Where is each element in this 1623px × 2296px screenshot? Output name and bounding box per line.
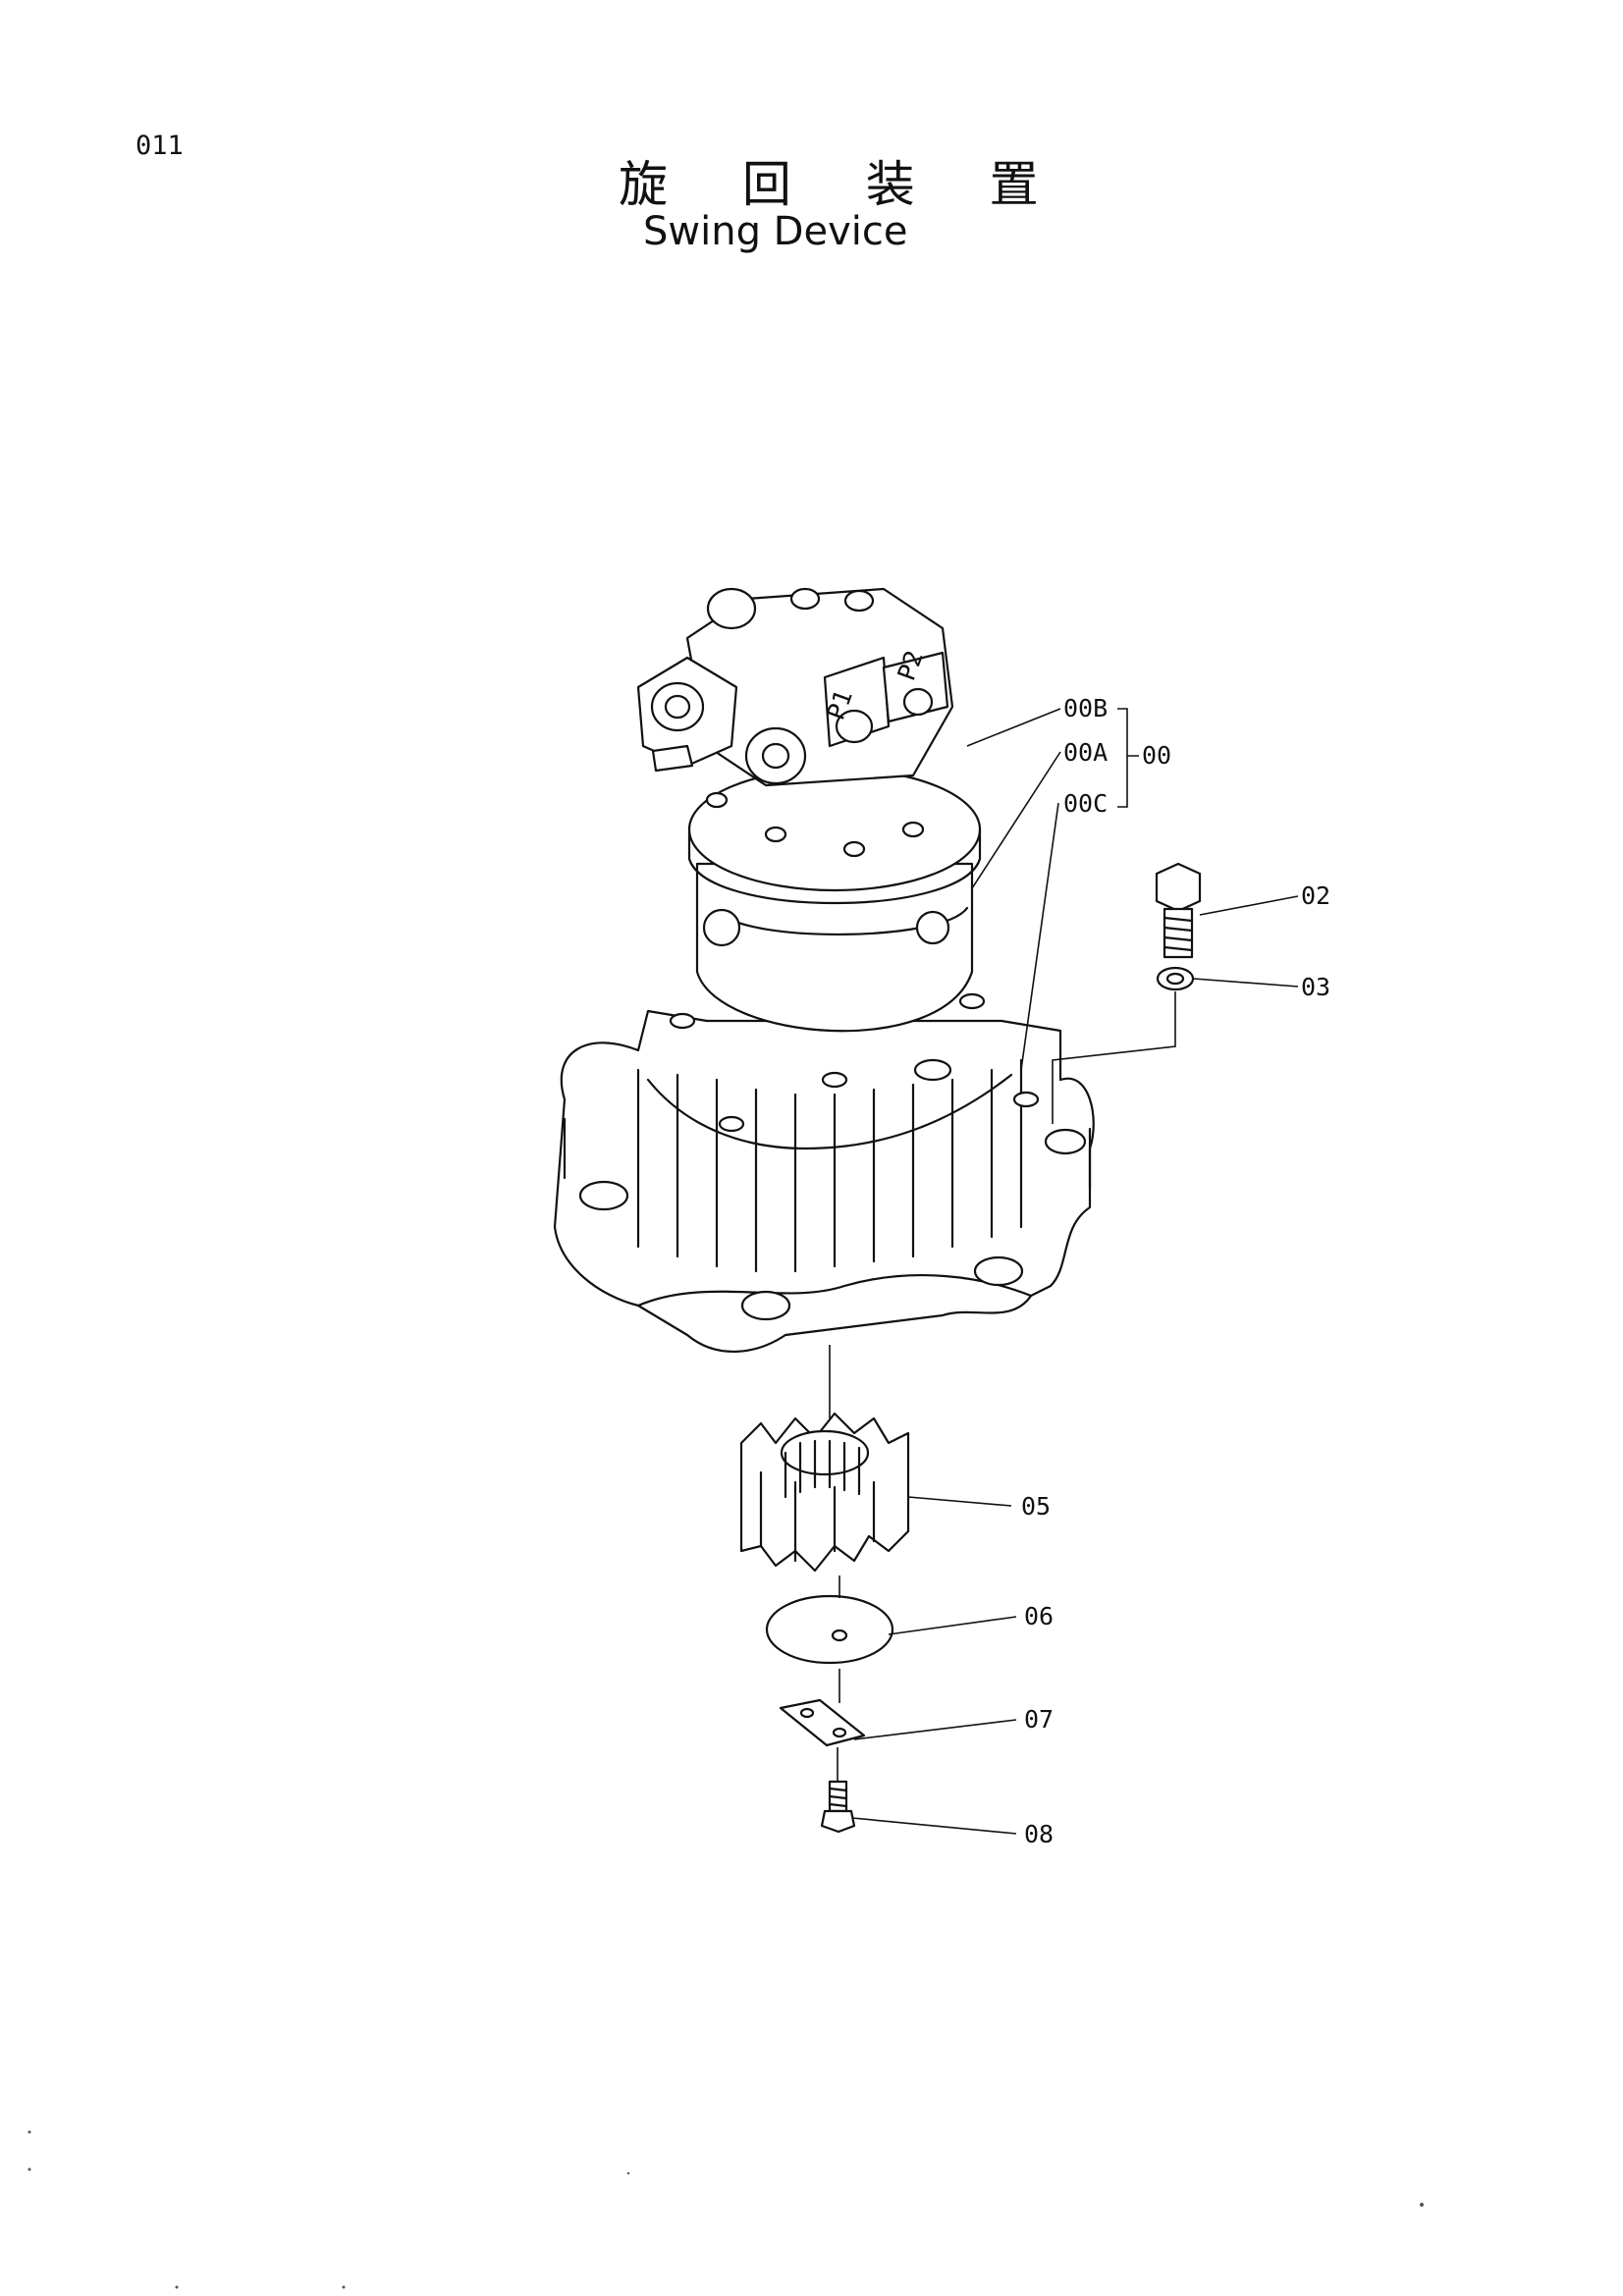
scan-specks: [27, 2130, 1424, 2289]
title-japanese: 旋 回 装 置: [619, 156, 1068, 213]
label-08: 08: [1024, 1820, 1054, 1848]
valve-block: P1 P2: [636, 587, 954, 787]
page-number: 011: [135, 131, 184, 161]
motor-flange: [687, 767, 982, 905]
small-bolt: [820, 1780, 856, 1834]
label-03: 03: [1301, 973, 1330, 1001]
label-06: 06: [1024, 1602, 1054, 1630]
pinion-gear: [739, 1412, 910, 1573]
title-english: Swing Device: [643, 209, 908, 254]
leader-lines: [829, 708, 1299, 1835]
label-00c: 00C: [1063, 789, 1108, 818]
label-00a: 00A: [1063, 738, 1108, 767]
motor-cylinder: [695, 862, 974, 1033]
label-00: 00: [1142, 741, 1171, 770]
swing-motor-assembly: P1 P2: [553, 587, 1095, 1354]
lock-plate: [779, 1698, 866, 1747]
spring-washer: [1156, 966, 1195, 991]
hex-bolt: [1155, 862, 1202, 959]
part-labels: 00B 00A 00C 00 02 03 05 06 07 08: [1021, 694, 1330, 1848]
thrust-plate: [765, 1594, 894, 1665]
label-05: 05: [1021, 1492, 1051, 1521]
label-02: 02: [1301, 881, 1330, 910]
gear-case: [553, 992, 1095, 1354]
label-00b: 00B: [1063, 694, 1108, 722]
label-07: 07: [1024, 1705, 1054, 1734]
